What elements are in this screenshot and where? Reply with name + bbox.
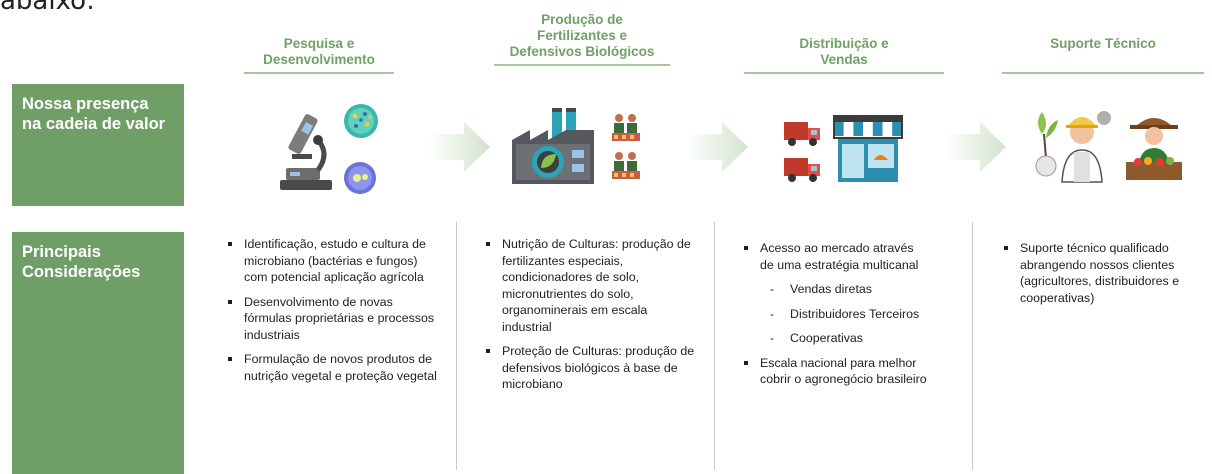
column-header-line: Suporte Técnico bbox=[1050, 36, 1156, 51]
factory-leaf-icon bbox=[512, 108, 594, 184]
cutoff-text: abaixo: bbox=[0, 0, 95, 16]
storefront-icon bbox=[833, 115, 903, 182]
column-divider bbox=[972, 222, 973, 470]
flow-arrow-icon bbox=[428, 122, 490, 172]
cell-icon bbox=[344, 162, 376, 194]
column-header-distribution: Distribuição e Vendas bbox=[744, 36, 944, 74]
header-divider bbox=[244, 72, 394, 74]
list-item: Suporte técnico qualificado abrangendo n… bbox=[1000, 240, 1210, 306]
row-label-line: Principais bbox=[22, 243, 101, 261]
column-header-line: Fertilizantes e bbox=[536, 28, 628, 43]
row-label-line: Considerações bbox=[22, 263, 141, 281]
farmer-icon bbox=[1126, 118, 1182, 180]
header-divider bbox=[744, 72, 944, 74]
considerations-list-research: Identificação, estudo e cultura de micro… bbox=[224, 236, 440, 392]
list-item: Formulação de novos produtos de nutrição… bbox=[224, 351, 440, 384]
column-divider bbox=[714, 222, 715, 470]
row-label-presence: Nossa presença na cadeia de valor bbox=[12, 84, 184, 206]
considerations-list-support: Suporte técnico qualificado abrangendo n… bbox=[1000, 240, 1210, 314]
list-item: Proteção de Culturas: produção de defens… bbox=[482, 343, 700, 393]
agronomist-icon bbox=[1035, 111, 1111, 183]
list-item: Escala nacional para melhor cobrir o agr… bbox=[740, 355, 930, 388]
column-header-support: Suporte Técnico bbox=[1002, 36, 1204, 74]
microscope-icon bbox=[280, 114, 332, 190]
list-item: Identificação, estudo e cultura de micro… bbox=[224, 236, 440, 286]
column-header-line: Distribuição e bbox=[799, 36, 889, 51]
row-label-considerations: Principais Considerações bbox=[12, 232, 184, 474]
list-item: Nutrição de Culturas: produção de fertil… bbox=[482, 236, 700, 335]
column-header-line: Pesquisa e bbox=[283, 36, 355, 51]
column-header-line: Vendas bbox=[820, 52, 868, 67]
header-divider bbox=[494, 64, 670, 66]
delivery-truck-icon bbox=[784, 122, 820, 182]
list-subitem: Vendas diretas bbox=[740, 281, 930, 298]
flow-arrow-icon bbox=[944, 122, 1006, 172]
workers-icon bbox=[612, 114, 640, 179]
flow-arrow-icon bbox=[686, 122, 748, 172]
column-header-research: Pesquisa e Desenvolvimento bbox=[244, 36, 394, 74]
list-item: Desenvolvimento de novas fórmulas propri… bbox=[224, 294, 440, 344]
list-item: Acesso ao mercado através de uma estraté… bbox=[740, 240, 930, 273]
header-divider bbox=[1002, 72, 1204, 74]
column-header-line: Defensivos Biológicos bbox=[509, 44, 655, 59]
row-label-line: na cadeia de valor bbox=[22, 115, 166, 133]
column-header-line: Produção de bbox=[541, 12, 623, 27]
column-header-line: Desenvolvimento bbox=[263, 52, 375, 67]
list-subitem: Distribuidores Terceiros bbox=[740, 306, 930, 323]
considerations-list-distribution: Acesso ao mercado através de uma estraté… bbox=[740, 240, 930, 396]
considerations-list-production: Nutrição de Culturas: produção de fertil… bbox=[482, 236, 700, 401]
row-label-line: Nossa presença bbox=[22, 95, 149, 113]
list-subitem: Cooperativas bbox=[740, 330, 930, 347]
column-divider bbox=[456, 222, 457, 470]
bacteria-icon bbox=[344, 104, 378, 138]
column-header-production: Produção de Fertilizantes e Defensivos B… bbox=[494, 12, 670, 66]
